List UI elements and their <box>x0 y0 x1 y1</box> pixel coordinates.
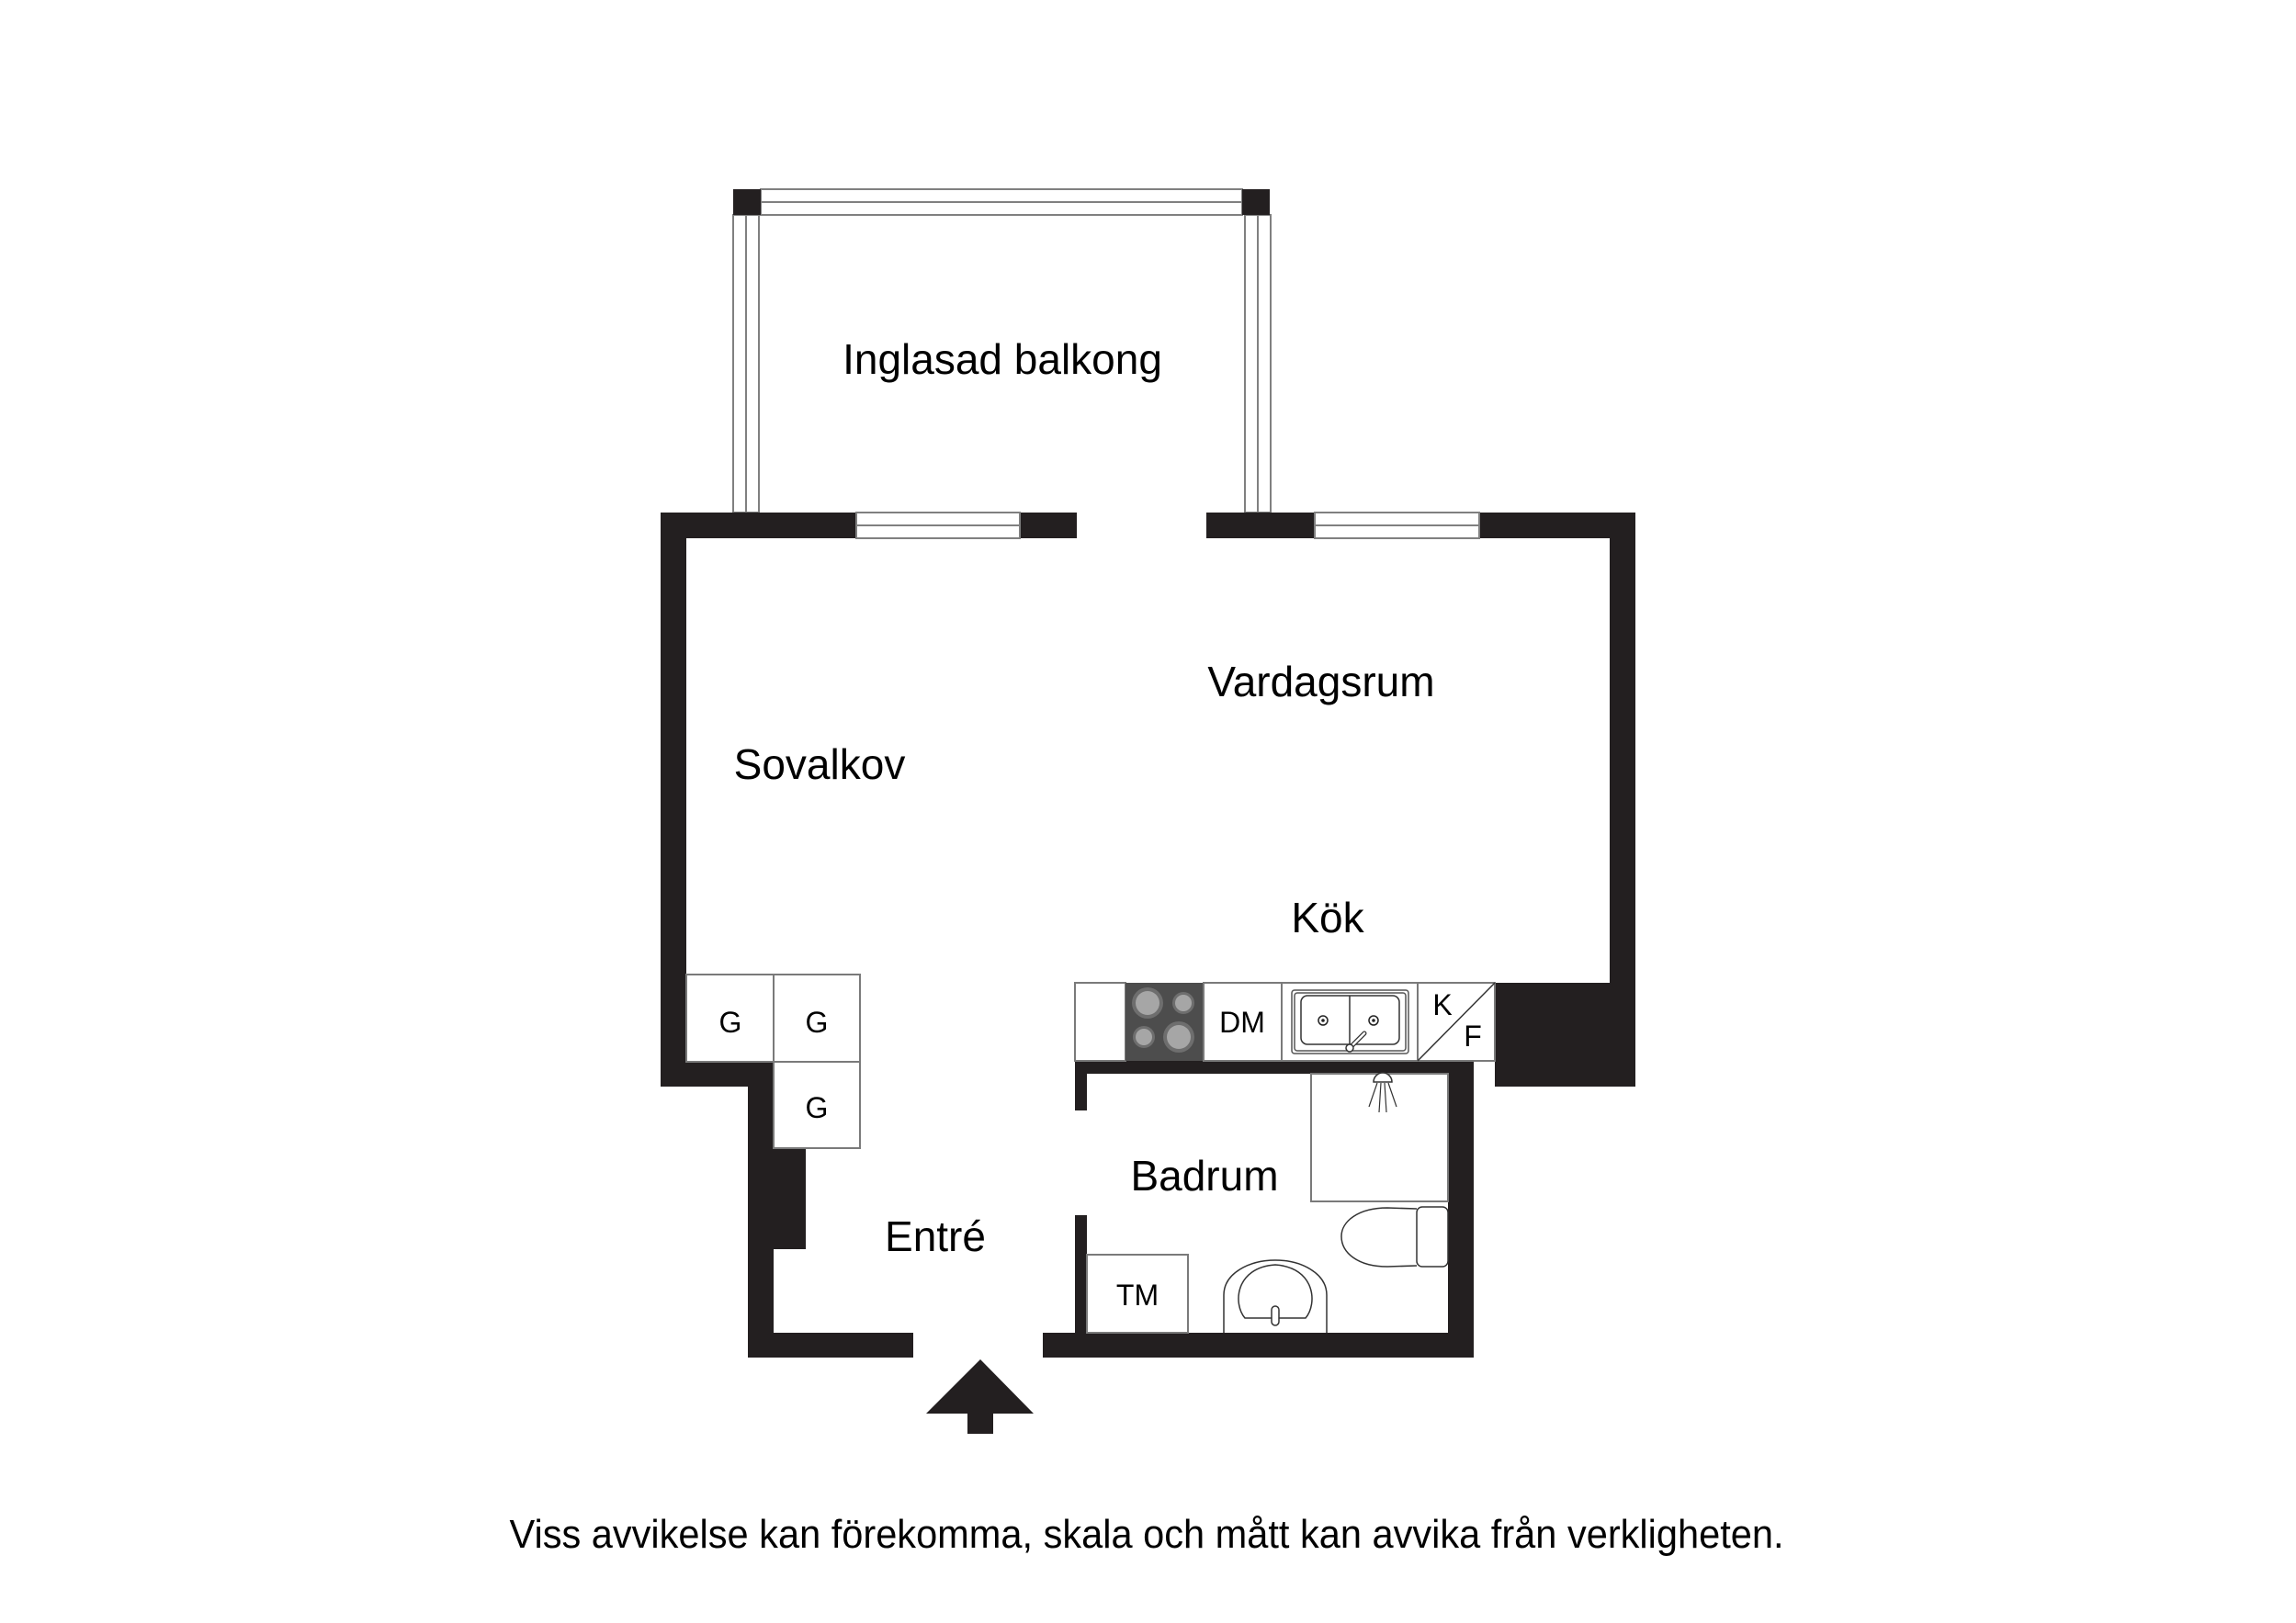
bathroom-fixtures: TM <box>1086 1072 1449 1334</box>
room-label-balcony: Inglasad balkong <box>843 335 1162 383</box>
room-label-sleeping-alcove: Sovalkov <box>734 740 906 788</box>
room-label-bathroom: Badrum <box>1130 1152 1278 1200</box>
washbasin-icon <box>1223 1259 1328 1333</box>
dishwasher <box>1203 982 1283 1062</box>
wardrobe-3-label: G <box>806 1091 829 1124</box>
room-label-hallway: Entré <box>885 1212 986 1260</box>
shower-area <box>1310 1073 1449 1202</box>
windows <box>855 512 1480 539</box>
balcony-corner-post-right <box>1242 189 1270 215</box>
wardrobe-2 <box>773 974 861 1063</box>
room-label-living-room: Vardagsrum <box>1207 658 1434 705</box>
dishwasher-label: DM <box>1219 1006 1265 1039</box>
kitchen-sink-icon <box>1291 989 1409 1054</box>
disclaimer-text: Viss avvikelse kan förekomma, skala och … <box>510 1512 1784 1557</box>
wardrobes: G G G <box>685 974 861 1149</box>
entrance-arrow-icon <box>926 1359 1034 1434</box>
balcony-glazing <box>732 188 1272 513</box>
room-label-kitchen: Kök <box>1291 894 1364 941</box>
stove-icon <box>1125 983 1204 1061</box>
window-left <box>855 512 1021 539</box>
wardrobe-1-label: G <box>719 1006 742 1039</box>
shower-icon <box>1368 1072 1397 1113</box>
toilet-icon <box>1340 1206 1449 1268</box>
window-right <box>1314 512 1480 539</box>
washing-machine <box>1086 1254 1189 1334</box>
walls <box>661 513 1635 1358</box>
wardrobe-2-label: G <box>806 1006 829 1039</box>
freezer-label: F <box>1464 1020 1482 1053</box>
wardrobe-3 <box>773 1061 861 1149</box>
kitchen-counter: DM K F <box>1074 982 1496 1062</box>
counter-cabinet <box>1074 982 1126 1062</box>
washing-machine-label: TM <box>1116 1279 1159 1312</box>
balcony-corner-post-left <box>733 189 761 215</box>
fridge-label: K <box>1432 988 1452 1021</box>
